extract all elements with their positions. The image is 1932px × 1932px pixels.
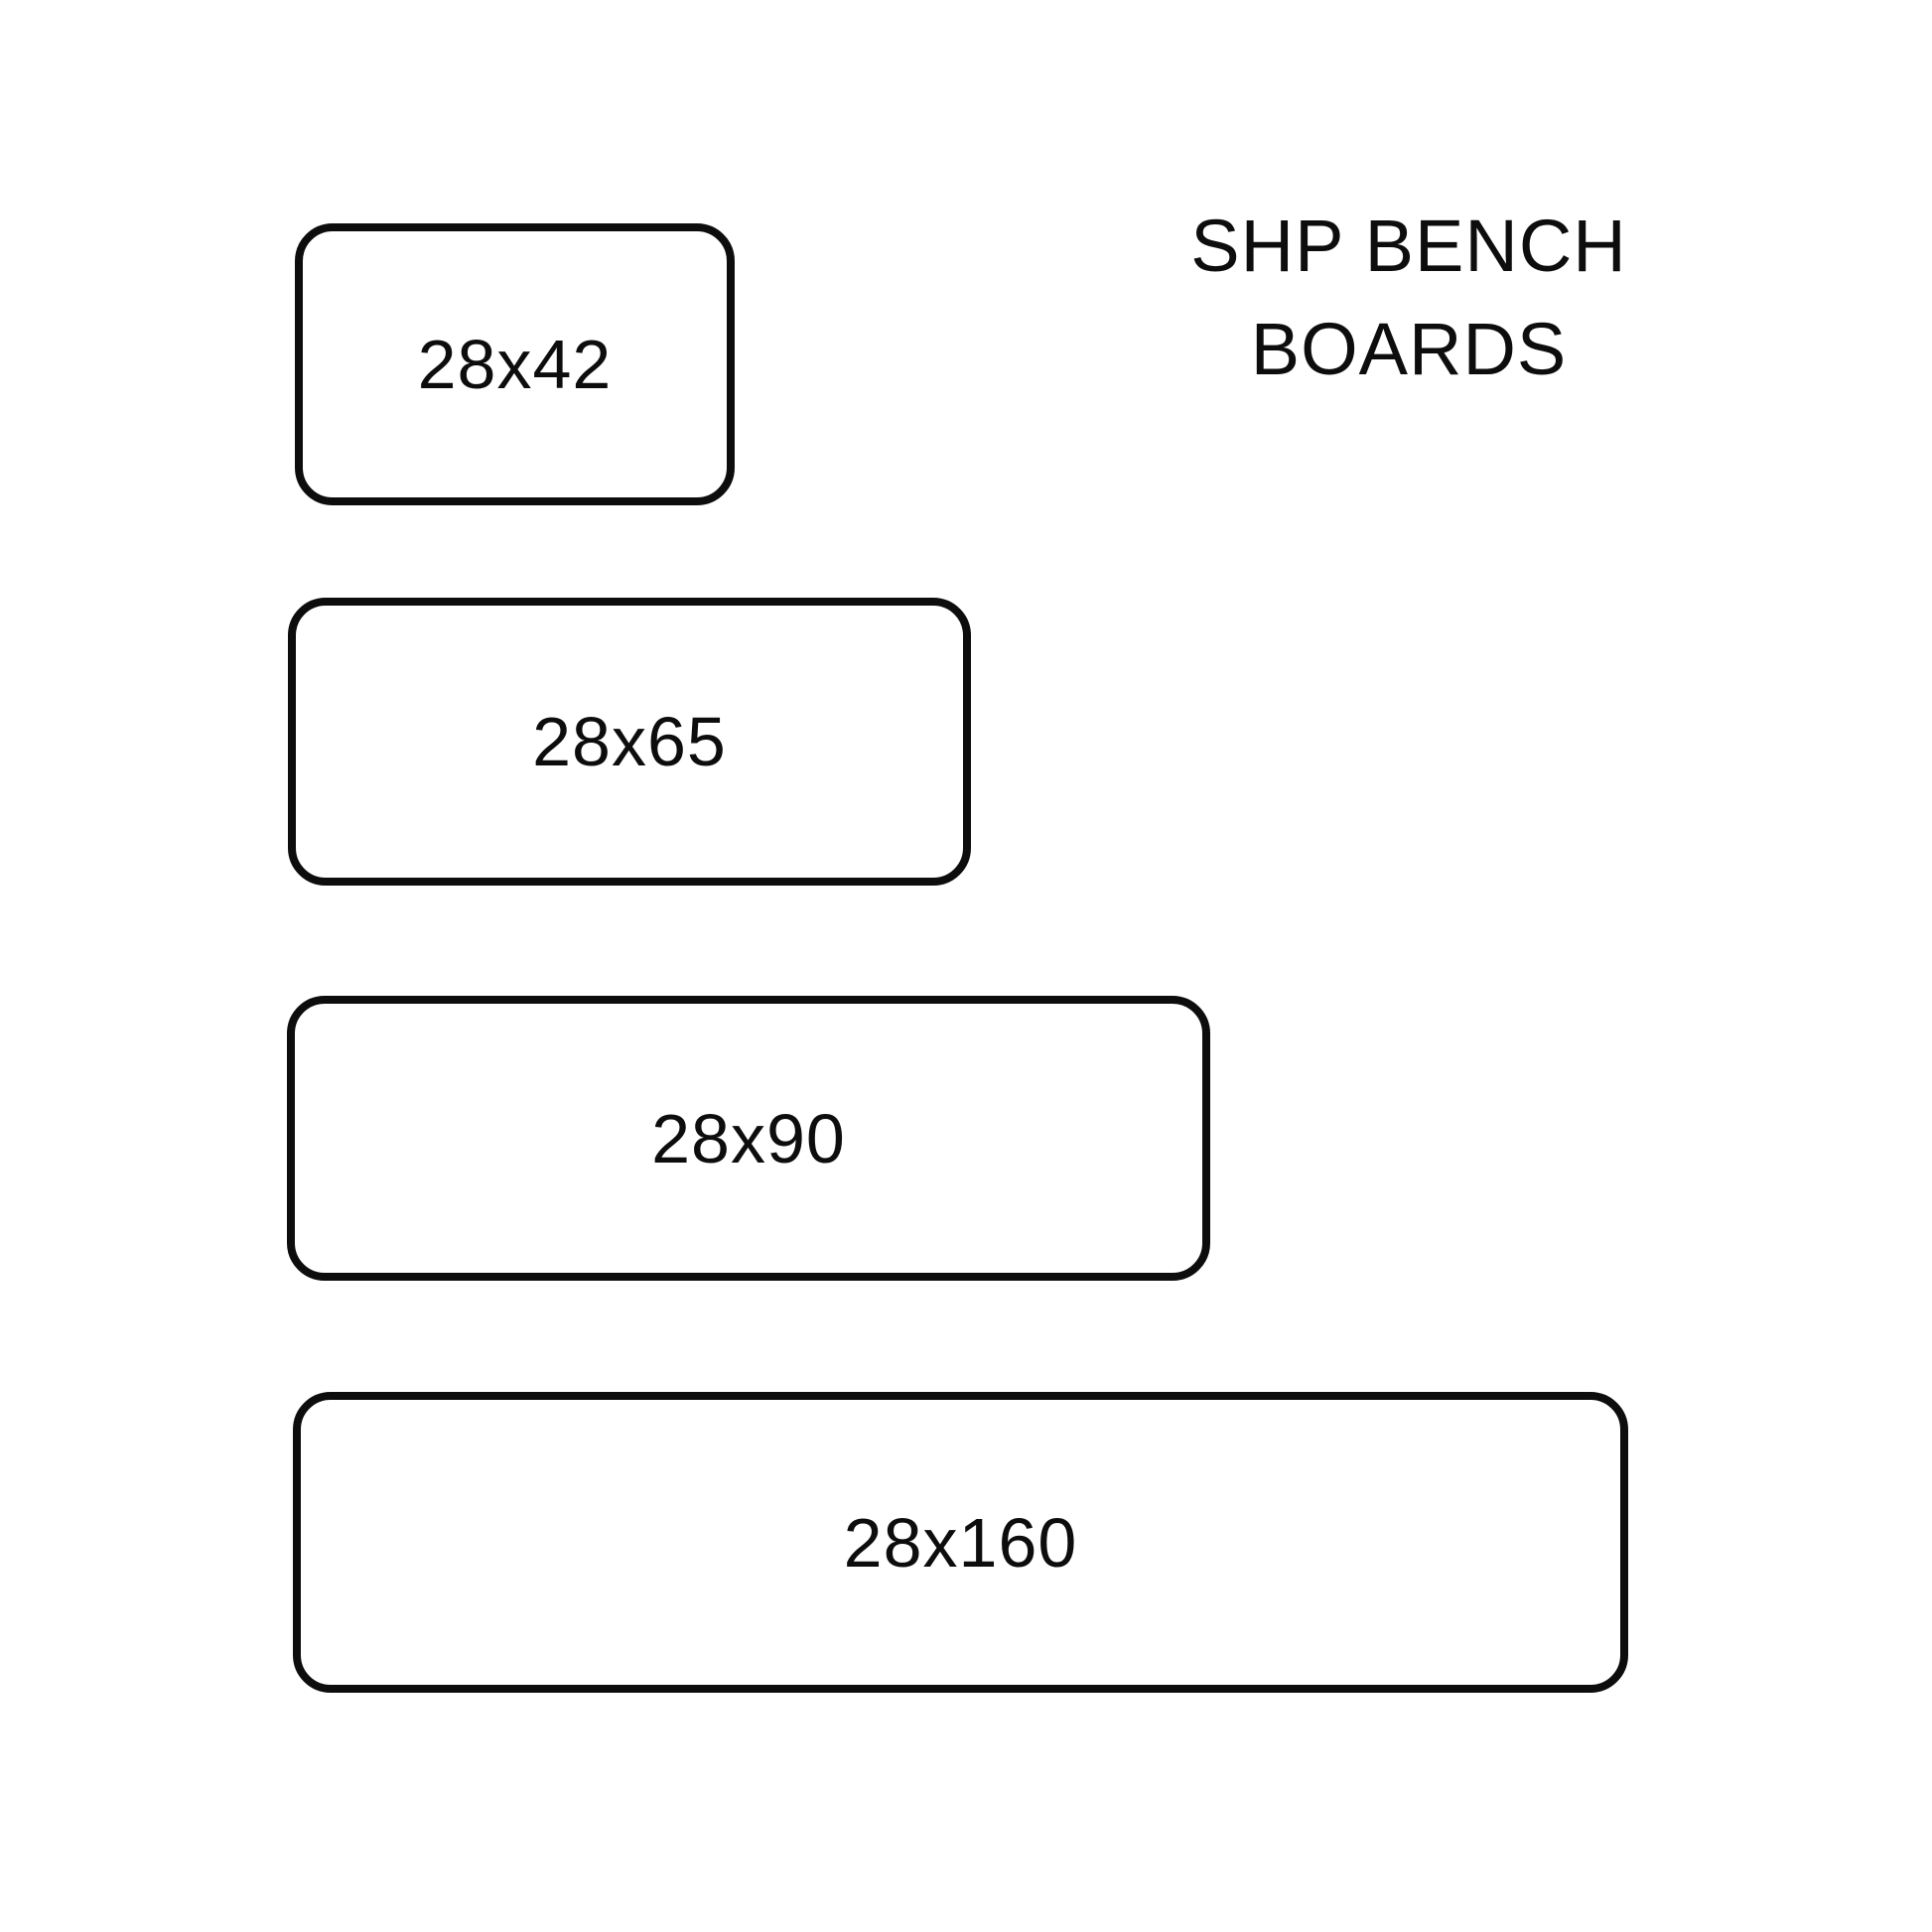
diagram-title: SHP BENCH BOARDS	[1111, 195, 1707, 401]
board-outline-xlarge: 28x160	[293, 1392, 1628, 1693]
board-size-label: 28x65	[532, 703, 727, 780]
diagram-title-line1: SHP BENCH	[1190, 205, 1627, 287]
board-size-label: 28x90	[651, 1099, 846, 1177]
diagram-title-line2: BOARDS	[1250, 308, 1568, 390]
board-size-label: 28x160	[843, 1503, 1078, 1582]
board-outline-medium: 28x65	[288, 598, 971, 886]
board-size-label: 28x42	[417, 326, 613, 403]
board-outline-large: 28x90	[287, 996, 1210, 1281]
board-outline-small: 28x42	[295, 223, 735, 505]
